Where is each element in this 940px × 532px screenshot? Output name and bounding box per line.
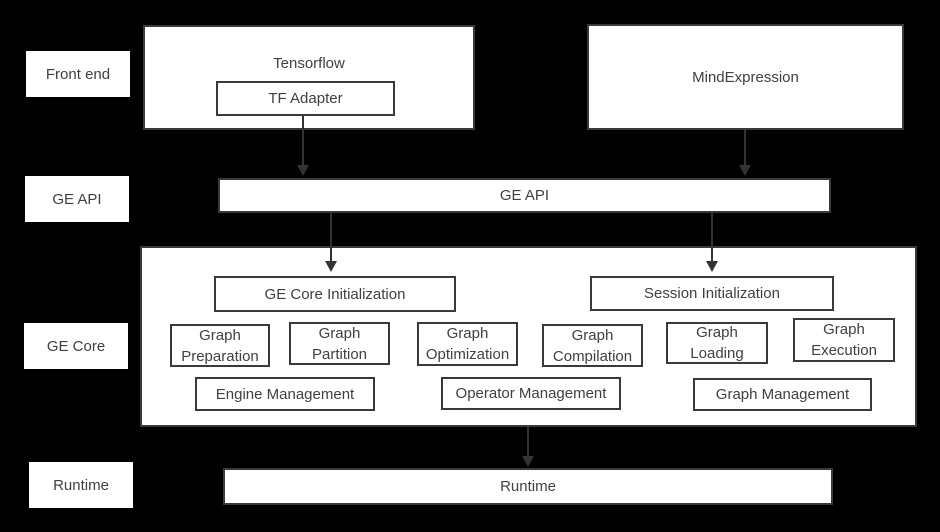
tensorflow-box: Tensorflow TF Adapter: [143, 25, 475, 130]
row-label-front-end-text: Front end: [45, 65, 111, 83]
mindexpression-box: MindExpression: [587, 24, 904, 130]
ge-core-initialization-text: GE Core Initialization: [264, 285, 406, 303]
operator-management-box: Operator Management: [441, 377, 621, 410]
arrow-head: [706, 261, 718, 272]
row-label-runtime-text: Runtime: [53, 476, 109, 494]
graph-execution-box: Graph Execution: [793, 318, 895, 362]
row-label-ge-api-text: GE API: [52, 190, 102, 208]
arrow-head: [325, 261, 337, 272]
graph-execution-text: Graph Execution: [811, 321, 877, 359]
arrow-head: [297, 165, 309, 176]
engine-management-box: Engine Management: [195, 377, 375, 411]
arrow-shaft: [330, 213, 332, 261]
row-label-front-end: Front end: [26, 51, 130, 97]
graph-partition-text: Graph Partition: [311, 324, 368, 363]
arrow-shaft: [711, 213, 713, 261]
arrow-shaft: [527, 427, 529, 456]
arrow-head: [522, 456, 534, 467]
tf-adapter-box: TF Adapter: [216, 81, 395, 116]
graph-optimization-box: Graph Optimization: [417, 322, 518, 366]
graph-loading-box: Graph Loading: [666, 322, 768, 364]
graph-compilation-box: Graph Compilation: [542, 324, 643, 367]
tf-adapter-box-text: TF Adapter: [268, 90, 343, 107]
arrow-shaft: [302, 115, 304, 165]
down-arrow-icon-tf-adapter-to-ge-api: [297, 115, 309, 176]
arrow-shaft: [744, 130, 746, 165]
ge-core-box: GE Core Initialization Session Initializ…: [140, 246, 917, 427]
graph-compilation-text: Graph Compilation: [552, 326, 633, 365]
ge-core-initialization-box: GE Core Initialization: [214, 276, 456, 312]
row-label-runtime: Runtime: [29, 462, 133, 508]
down-arrow-icon-ge-api-to-ge-core-initialization: [325, 213, 337, 272]
session-initialization-text: Session Initialization: [644, 285, 780, 302]
graph-management-text: Graph Management: [715, 386, 850, 403]
graph-optimization-text: Graph Optimization: [425, 325, 510, 363]
ge-api-bar: GE API: [218, 178, 831, 213]
runtime-bar-text: Runtime: [500, 478, 556, 495]
graph-management-box: Graph Management: [693, 378, 872, 411]
ge-api-bar-text: GE API: [499, 187, 550, 204]
row-label-ge-api: GE API: [25, 176, 129, 222]
tensorflow-box-title: Tensorflow: [273, 55, 345, 72]
arrow-head: [739, 165, 751, 176]
graph-loading-text: Graph Loading: [690, 324, 744, 362]
graph-preparation-box: Graph Preparation: [170, 324, 270, 367]
runtime-bar: Runtime: [223, 468, 833, 505]
mindexpression-box-text: MindExpression: [692, 68, 799, 86]
operator-management-text: Operator Management: [455, 385, 607, 402]
down-arrow-icon-mindexpression-to-ge-api: [739, 130, 751, 176]
row-label-ge-core: GE Core: [24, 323, 128, 369]
engine-management-text: Engine Management: [215, 385, 355, 403]
graph-preparation-text: Graph Preparation: [181, 326, 259, 365]
row-label-ge-core-text: GE Core: [46, 337, 106, 355]
down-arrow-icon-ge-core-to-runtime: [522, 427, 534, 467]
session-initialization-box: Session Initialization: [590, 276, 834, 311]
graph-partition-box: Graph Partition: [289, 322, 390, 365]
down-arrow-icon-ge-api-to-session-initialization: [706, 213, 718, 272]
